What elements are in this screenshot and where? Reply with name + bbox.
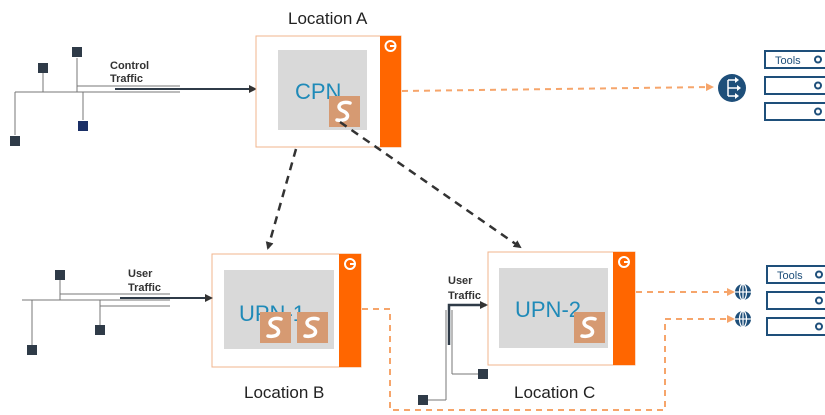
network-fanout-icon [718, 74, 746, 102]
cpn-node: CPN [255, 35, 402, 148]
brand-logo-icon [329, 96, 360, 127]
brand-logo-icon [574, 312, 605, 343]
user-traffic-b-label-2: Traffic [128, 282, 161, 294]
tools-label-bottom: Tools [777, 270, 803, 282]
endpoint-node [55, 270, 65, 280]
location-a-label: Location A [288, 9, 368, 28]
location-c-label: Location C [514, 383, 595, 402]
endpoint-node [27, 345, 37, 355]
user-traffic-b-label-1: User [128, 268, 153, 280]
upn2-label: UPN-2 [515, 297, 581, 322]
upn1-to-tools-link [362, 308, 735, 411]
user-traffic-arrow-c [447, 301, 488, 345]
control-traffic-label-2: Traffic [110, 73, 143, 85]
endpoint-node [10, 136, 20, 146]
brand-logo-icon [260, 312, 291, 343]
upn2-node: UPN-2 [487, 251, 636, 366]
endpoint-node [72, 47, 82, 57]
user-traffic-c-label-1: User [448, 275, 473, 287]
globe-network-icon [735, 283, 751, 301]
endpoint-node [38, 63, 48, 73]
endpoint-node [78, 121, 88, 131]
endpoint-node [478, 369, 488, 379]
brand-logo-icon [297, 312, 328, 343]
endpoint-node [418, 395, 428, 405]
server-stack-icon: Tools [764, 50, 825, 121]
endpoint-node [95, 325, 105, 335]
cpn-to-tools-link [401, 83, 714, 92]
globe-network-icon [735, 310, 751, 328]
cpn-to-upn1-link [265, 148, 298, 250]
brand-logo-icon [618, 256, 630, 268]
brand-logo-icon [344, 258, 356, 270]
user-traffic-c-label-2: Traffic [448, 290, 481, 302]
brand-logo-icon [384, 40, 397, 52]
control-traffic-label-1: Control [110, 60, 149, 72]
user-network-b: User Traffic [22, 268, 213, 355]
tools-label-top: Tools [775, 55, 801, 67]
server-stack-icon: Tools [766, 265, 825, 336]
upn1-node: UPN-1 [211, 253, 362, 368]
user-network-c: User Traffic [418, 275, 488, 405]
location-b-label: Location B [244, 383, 324, 402]
cpn-to-upn2-link [339, 120, 522, 249]
control-network: Control Traffic [10, 47, 257, 146]
